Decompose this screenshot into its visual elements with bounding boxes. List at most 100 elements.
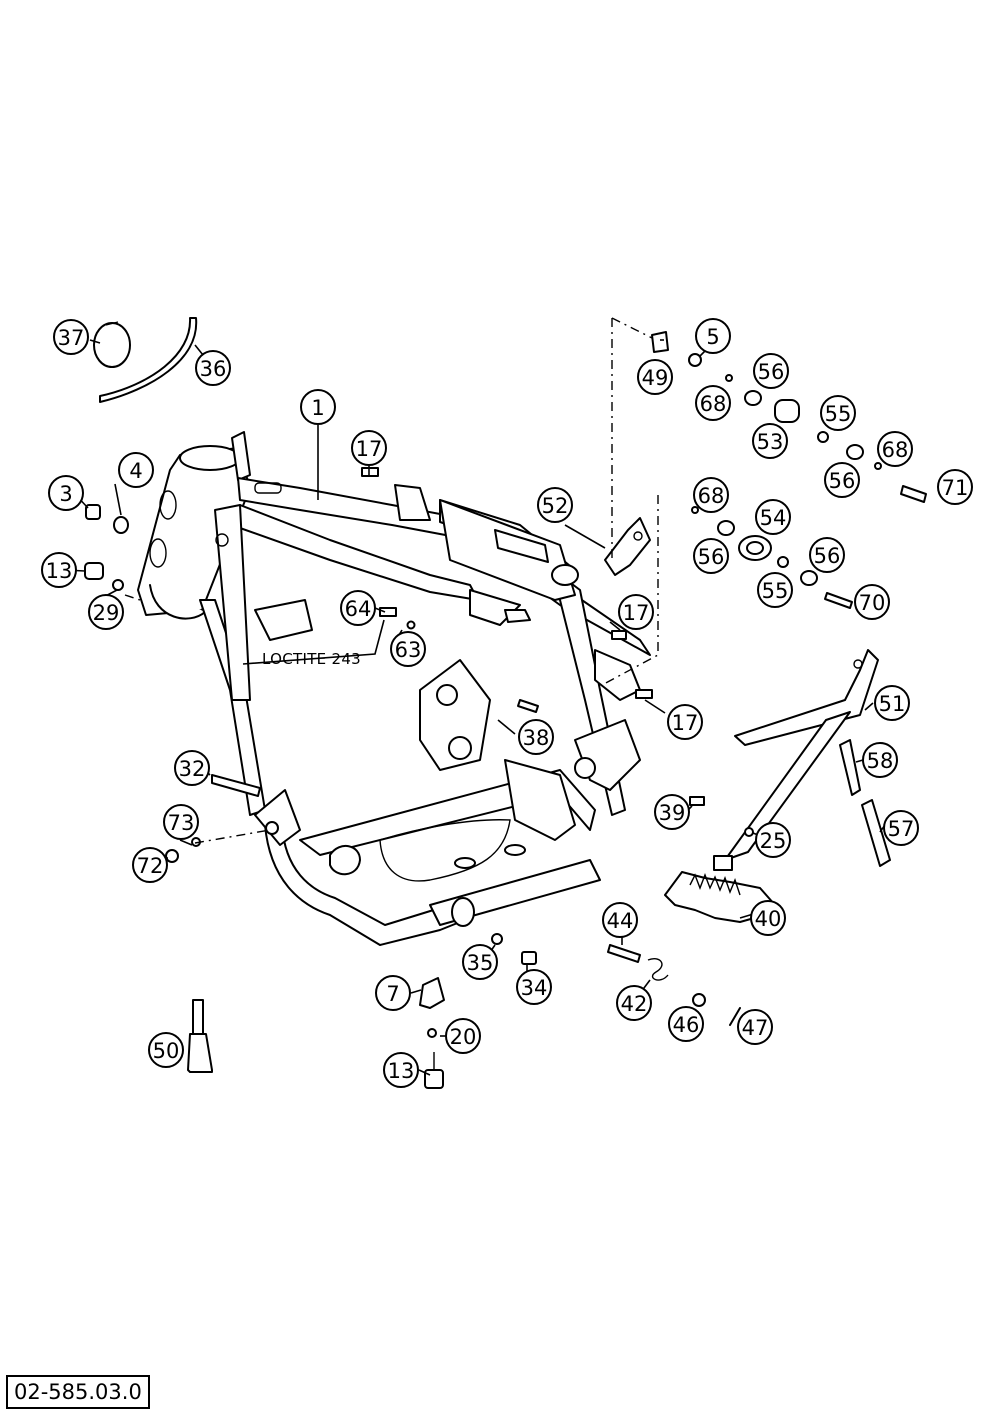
callout-label: 57	[888, 817, 915, 841]
callout-circle	[516, 969, 552, 1005]
callout-c20: 20	[445, 1018, 481, 1054]
callout-circle	[693, 477, 729, 513]
callout-label: 32	[179, 757, 206, 781]
callout-label: 64	[345, 597, 372, 621]
callout-label: 17	[672, 711, 699, 735]
callout-c64: 64	[340, 590, 376, 626]
callout-c32: 32	[174, 750, 210, 786]
callout-c37: 37	[53, 319, 89, 355]
callout-c71: 71	[937, 469, 973, 505]
callout-label: 56	[829, 469, 856, 493]
callout-c13a: 13	[41, 552, 77, 588]
callout-c72: 72	[132, 847, 168, 883]
callout-circle	[390, 631, 426, 667]
callout-c35: 35	[462, 944, 498, 980]
callout-label: 49	[642, 366, 669, 390]
callout-label: 55	[825, 402, 852, 426]
callout-c53: 53	[752, 423, 788, 459]
callout-label: 34	[521, 976, 548, 1000]
callout-circle	[757, 572, 793, 608]
callout-c34: 34	[516, 969, 552, 1005]
callout-circle	[602, 902, 638, 938]
callout-label: 58	[867, 749, 894, 773]
callout-circle	[883, 810, 919, 846]
callout-circle	[383, 1052, 419, 1088]
callout-c57: 57	[883, 810, 919, 846]
callout-circle	[340, 590, 376, 626]
callout-label: 13	[46, 559, 73, 583]
callout-circle	[53, 319, 89, 355]
callout-c39: 39	[654, 794, 690, 830]
callout-circle	[752, 423, 788, 459]
callout-c17b: 17	[618, 594, 654, 630]
callout-label: 68	[698, 484, 725, 508]
callout-circle	[174, 750, 210, 786]
callout-label: 53	[757, 430, 784, 454]
callout-circle	[462, 944, 498, 980]
callout-c17c: 17	[667, 704, 703, 740]
callout-label: 20	[450, 1025, 477, 1049]
callout-circle	[88, 594, 124, 630]
callout-label: 71	[942, 476, 969, 500]
callout-circle	[375, 975, 411, 1011]
callout-label: 17	[623, 601, 650, 625]
callout-circle	[877, 431, 913, 467]
assembly-lines	[124, 317, 659, 844]
callout-c36: 36	[195, 350, 231, 386]
callout-c51: 51	[874, 685, 910, 721]
callout-circle	[693, 538, 729, 574]
callout-c38: 38	[518, 719, 554, 755]
callout-c73: 73	[163, 804, 199, 840]
callout-c49: 49	[637, 359, 673, 395]
callout-circle	[937, 469, 973, 505]
callout-circle	[445, 1018, 481, 1054]
callout-label: 25	[760, 829, 787, 853]
callout-label: 5	[706, 325, 719, 349]
callout-c56d: 56	[809, 537, 845, 573]
callout-circle	[618, 594, 654, 630]
callout-label: 47	[742, 1016, 769, 1040]
callout-c40: 40	[750, 900, 786, 936]
callout-circle	[148, 1032, 184, 1068]
callout-label: 68	[700, 392, 727, 416]
callout-c17a: 17	[351, 430, 387, 466]
callout-c68c: 68	[693, 477, 729, 513]
callout-label: 17	[356, 437, 383, 461]
callout-circle	[750, 900, 786, 936]
callout-circle	[351, 430, 387, 466]
callout-label: 35	[467, 951, 494, 975]
callout-c58: 58	[862, 742, 898, 778]
document-number: 02-585.03.0	[6, 1375, 150, 1409]
callout-circle	[654, 794, 690, 830]
callout-label: 44	[607, 909, 634, 933]
callout-c42: 42	[616, 985, 652, 1021]
callout-label: 29	[93, 601, 120, 625]
callout-c70: 70	[854, 584, 890, 620]
callout-circle	[41, 552, 77, 588]
callout-label: 40	[755, 907, 782, 931]
callout-label: 42	[621, 992, 648, 1016]
callout-label: 52	[542, 494, 569, 518]
callout-c1: 1	[300, 389, 336, 425]
callout-label: 4	[129, 459, 142, 483]
callout-circle	[737, 1009, 773, 1045]
callout-circle	[755, 499, 791, 535]
callout-c54: 54	[755, 499, 791, 535]
callout-circle	[537, 487, 573, 523]
callout-circle	[518, 719, 554, 755]
callout-label: 51	[879, 692, 906, 716]
callout-circle	[753, 353, 789, 389]
callout-label: 3	[59, 482, 72, 506]
callout-layer: 1345713131717172025293234353637383940424…	[41, 318, 973, 1088]
callout-c56a: 56	[753, 353, 789, 389]
callout-label: 72	[137, 854, 164, 878]
callout-label: 1	[311, 396, 324, 420]
callout-circle	[195, 350, 231, 386]
callout-c47: 47	[737, 1009, 773, 1045]
callout-circle	[755, 822, 791, 858]
callout-label: 68	[882, 438, 909, 462]
callout-circle	[118, 452, 154, 488]
loctite-note: LOCTITE 243	[262, 650, 362, 668]
